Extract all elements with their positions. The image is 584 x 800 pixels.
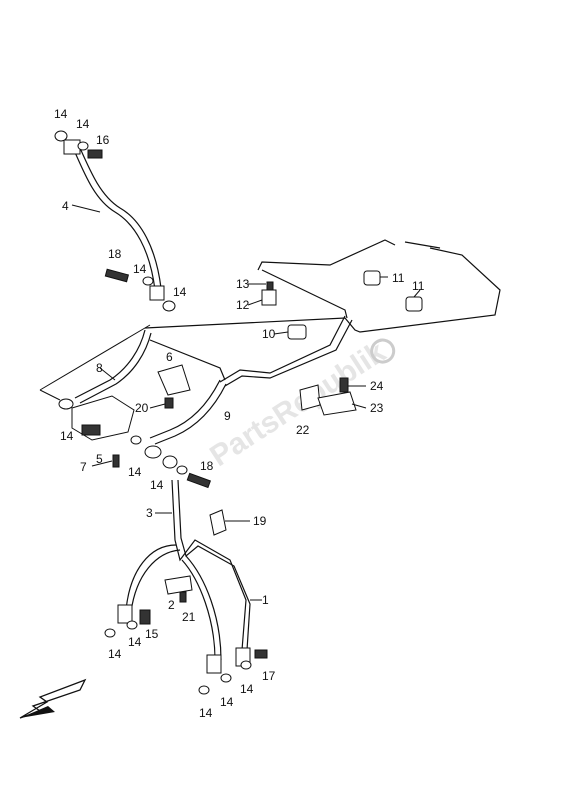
bracket-6 (157, 364, 191, 396)
clamp-22 (299, 384, 321, 411)
callout-14: 14 (150, 478, 164, 492)
callout-6: 6 (166, 350, 173, 364)
bracket-2 (164, 575, 193, 595)
callout-19: 19 (253, 514, 267, 528)
banjo-fitting-center-2 (162, 455, 178, 469)
callout-22: 22 (296, 423, 310, 437)
banjo-fitting-top (63, 139, 81, 155)
bolt-15 (139, 609, 151, 625)
clamp-12 (261, 289, 277, 306)
callout-24: 24 (370, 379, 384, 393)
washer-14-l (240, 660, 252, 670)
bolt-24 (339, 377, 349, 393)
bolt-junction (81, 424, 101, 436)
callout-9: 9 (224, 409, 231, 423)
bolt-21 (179, 591, 187, 603)
brake-hose-4 (63, 139, 165, 301)
callout-14: 14 (54, 107, 68, 121)
banjo-fitting-center (144, 445, 162, 459)
gear-logo-icon (370, 338, 396, 364)
bolt-16 (87, 149, 103, 159)
callout-14: 14 (60, 429, 74, 443)
callout-1: 1 (262, 593, 269, 607)
callout-11: 11 (412, 279, 425, 293)
bolt-18-a (104, 268, 130, 283)
washer-14-a (54, 130, 68, 142)
washer-14-h (104, 628, 116, 638)
clamp-11-a (363, 270, 381, 286)
washer-14-e (58, 398, 74, 410)
washer-14-j (198, 685, 210, 695)
banjo-fitting-bottom-mid (206, 654, 222, 674)
callout-14: 14 (220, 695, 234, 709)
washer-14-b (77, 141, 89, 151)
bolt-18-b (186, 472, 212, 489)
brake-hoses-8-9 (39, 324, 227, 445)
bolt-13 (266, 281, 274, 291)
callout-18: 18 (200, 459, 214, 473)
callout-14: 14 (133, 262, 147, 276)
callout-18: 18 (108, 247, 122, 261)
callout-17: 17 (262, 669, 276, 683)
banjo-fitting-bottom (149, 285, 165, 301)
clamps (261, 270, 423, 416)
callout-16: 16 (96, 133, 110, 147)
brake-hoses-lower (104, 479, 268, 695)
washer-14-i (126, 620, 138, 630)
callout-4: 4 (62, 199, 69, 213)
callout-labels: 14 14 16 4 18 14 14 6 8 20 14 7 5 14 14 … (54, 107, 425, 720)
callout-8: 8 (96, 361, 103, 375)
callout-5: 5 (96, 452, 103, 466)
callout-15: 15 (145, 627, 159, 641)
callout-14: 14 (76, 117, 90, 131)
junction-block (58, 364, 212, 489)
callout-14: 14 (128, 635, 142, 649)
callout-10: 10 (262, 327, 276, 341)
callout-14: 14 (108, 647, 122, 661)
bolt-20 (164, 397, 174, 409)
bolt-17 (254, 649, 268, 659)
clamp-10 (287, 324, 307, 340)
callout-20: 20 (135, 401, 149, 415)
brake-pipe-rear (144, 239, 501, 387)
callout-21: 21 (182, 610, 196, 624)
callout-23: 23 (370, 401, 384, 415)
washer-14-f (130, 435, 142, 445)
callout-11: 11 (392, 271, 405, 285)
callout-3: 3 (146, 506, 153, 520)
callout-14: 14 (128, 465, 142, 479)
watermark-text: PartsRepublik (204, 335, 391, 473)
washer-14-d (162, 300, 176, 312)
callout-14: 14 (173, 285, 187, 299)
banjo-fitting-left (117, 604, 133, 624)
callout-12: 12 (236, 298, 250, 312)
clamp-19 (209, 509, 227, 536)
callout-14: 14 (240, 682, 254, 696)
bracket-23 (317, 391, 357, 416)
clamp-11-b (405, 296, 423, 312)
washer-14-k (220, 673, 232, 683)
bolt-7 (112, 454, 120, 468)
washer-14-c (142, 276, 154, 286)
leader-lines (71, 204, 421, 601)
callout-7: 7 (80, 460, 87, 474)
front-direction-arrow-icon (19, 678, 87, 719)
washer-14-g (176, 465, 188, 475)
callout-14: 14 (199, 706, 213, 720)
callout-13: 13 (236, 277, 250, 291)
callout-2: 2 (168, 598, 175, 612)
